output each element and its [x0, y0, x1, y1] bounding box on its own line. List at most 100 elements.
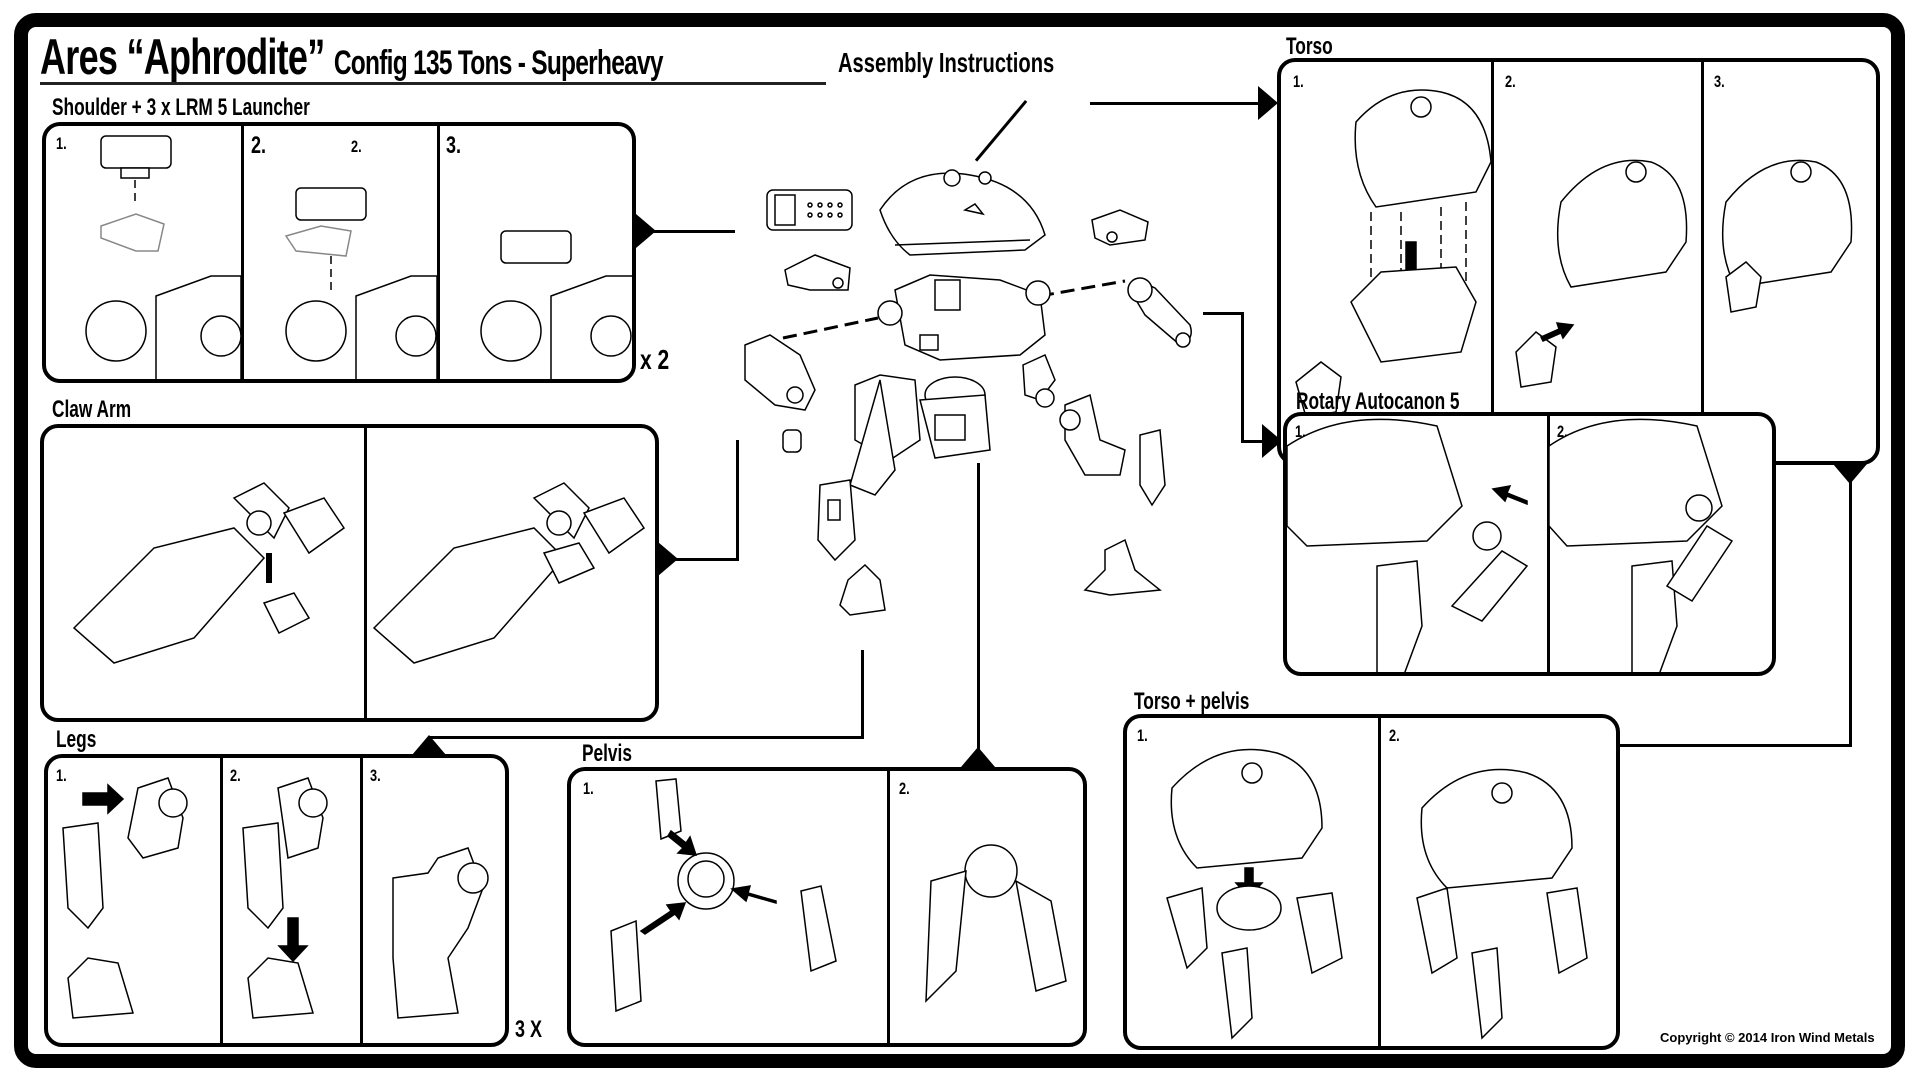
step-number: 1.	[1293, 72, 1304, 91]
foot-illustration	[68, 958, 133, 1018]
upper-leg-part	[850, 375, 920, 495]
connector-torso-pelvis-h	[1619, 744, 1852, 747]
claw-arm-illustrations	[44, 428, 659, 722]
lrm-launcher-illustration	[501, 231, 571, 263]
panel-divider	[1701, 62, 1704, 461]
panel-divider	[1491, 62, 1494, 461]
connector-arrow-shoulder	[636, 214, 656, 248]
cockpit-illustration	[1296, 362, 1341, 417]
panel-pelvis: 1. 2.	[567, 767, 1087, 1047]
exploded-view	[740, 140, 1200, 640]
lrm-launcher-illustration	[101, 136, 171, 251]
shoulder-step-illustrations	[46, 126, 632, 379]
connector-arrow-torso-down	[1833, 464, 1867, 484]
panel-legs: 1. 2. 3.	[44, 754, 509, 1047]
connector-arrow-claw	[658, 542, 678, 576]
connector-pelvis-v	[977, 463, 980, 755]
step-number: 1.	[583, 779, 594, 798]
arrow-icon	[668, 831, 696, 855]
multiplier-x2: x 2	[640, 344, 670, 375]
connector-arrow-torso	[1258, 86, 1278, 120]
legs-illustrations	[48, 758, 509, 1047]
step-number: 1.	[1137, 726, 1148, 745]
lrm-launcher-illustration	[286, 188, 366, 291]
step-number: 2.	[899, 779, 910, 798]
section-label-pelvis: Pelvis	[582, 740, 632, 767]
step-number: 1.	[56, 134, 67, 153]
autocannon-illustration	[1452, 522, 1527, 621]
torso-pelvis-illustrations	[1127, 718, 1620, 1050]
panel-claw-arm	[40, 424, 659, 722]
arrow-icon	[732, 886, 776, 903]
connector-claw-h	[658, 558, 739, 561]
shoulder-mount-part-right	[1092, 210, 1148, 245]
step-number: 2.	[1505, 72, 1516, 91]
leg-illustration	[801, 886, 836, 971]
panel-divider	[360, 758, 363, 1043]
claw-arm-illustration-2	[374, 483, 644, 663]
torso-shell-part	[880, 170, 1045, 255]
step-number: 2.	[1389, 726, 1400, 745]
torso-illustration-3	[1723, 160, 1852, 312]
panel-divider	[364, 428, 367, 718]
mech-torso-illustration-1	[1287, 419, 1462, 672]
foot-part-right	[1085, 540, 1160, 595]
pelvis-illustrations	[571, 771, 1087, 1047]
connector-shoulder	[635, 230, 735, 233]
connector-rac-v	[1241, 312, 1244, 442]
section-label-legs: Legs	[56, 726, 97, 753]
title-underline	[40, 82, 826, 85]
knee-joint-part	[1023, 355, 1055, 407]
section-label-torso: Torso	[1286, 33, 1333, 60]
config-text: Config 135 Tons - Superheavy	[333, 44, 664, 82]
connector-torso-h	[1090, 102, 1260, 105]
mech-shoulder-illustration-2	[286, 276, 437, 379]
connector-legs-v	[861, 650, 864, 738]
pelvis-assembled-illustration	[926, 845, 1066, 1001]
torso-core-part	[878, 275, 1050, 360]
panel-shoulder: 1. 2. 2. 3.	[42, 122, 636, 383]
assembled-mech-illustration	[1417, 770, 1587, 1038]
connector-legs-h	[428, 736, 864, 739]
panel-divider	[437, 126, 440, 379]
panel-torso-pelvis: 1. 2.	[1123, 714, 1620, 1050]
leg-illustration	[611, 921, 641, 1011]
mech-shoulder-illustration-1	[86, 276, 241, 379]
lower-leg-part-right	[1140, 430, 1165, 505]
torso-illustrations	[1281, 62, 1880, 465]
leg-assembly-illustration-2	[243, 778, 327, 1018]
lrm-launcher-part	[767, 190, 852, 230]
mech-torso-illustration-2	[1549, 419, 1732, 672]
foot-part-center	[840, 565, 885, 615]
section-label-claw-arm: Claw Arm	[52, 396, 132, 423]
step-number: 3.	[370, 766, 381, 785]
step-number: 1.	[56, 766, 67, 785]
claw-arm-part	[745, 335, 815, 410]
arrow-down-icon	[279, 918, 307, 961]
step-number: 2.	[230, 766, 241, 785]
arrow-right-icon	[83, 785, 123, 813]
panel-divider	[1378, 718, 1381, 1046]
connector-arrow-legs	[412, 735, 446, 755]
step-number: 1.	[1295, 422, 1306, 441]
lower-leg-illustration	[63, 823, 103, 928]
torso-shell-illustration	[1355, 90, 1491, 207]
connector-claw-v	[736, 440, 739, 560]
panel-rotary-autocanon: 1. 2.	[1283, 412, 1776, 676]
connector-arrow-pelvis	[961, 747, 995, 767]
panel-divider	[1547, 416, 1550, 672]
lower-leg-part-left	[818, 480, 855, 560]
mech-shoulder-illustration-3	[481, 276, 632, 379]
leg-assembly-illustration-3	[393, 848, 488, 1018]
thigh-part	[1060, 395, 1125, 475]
connector-rac-h2	[1241, 440, 1281, 443]
pelvis-hub-illustration	[678, 853, 734, 909]
page-title: Ares “Aphrodite” Config 135 Tons - Super…	[40, 28, 664, 86]
step-number: 3.	[446, 132, 462, 159]
connector-rac-h1	[1203, 312, 1243, 315]
hand-part	[783, 430, 801, 452]
multiplier-3x: 3 X	[515, 1016, 543, 1043]
shoulder-mount-part-left	[785, 255, 850, 290]
panel-divider	[887, 771, 890, 1043]
